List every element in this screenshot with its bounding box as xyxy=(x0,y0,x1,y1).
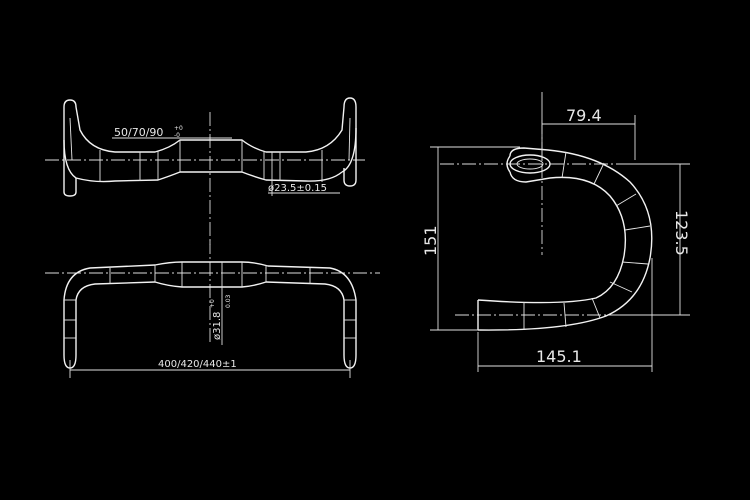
side-view-segment-line xyxy=(591,297,601,319)
top-view-right-drop xyxy=(343,128,357,187)
reach-label: 79.4 xyxy=(566,106,602,125)
side-view-segment-line xyxy=(593,162,605,185)
side-view: 79.4 123.5 151 145.1 xyxy=(421,92,691,372)
front-view-bar-lower-edge xyxy=(75,281,345,355)
top-view: 50/70/90 +0 -0 ø23.5±0.15 xyxy=(45,97,365,245)
front-view-bar-upper-edge xyxy=(63,261,357,355)
depth-label: 145.1 xyxy=(536,347,582,366)
side-view-segment-line xyxy=(561,151,567,179)
top-view-bar-upper-edge xyxy=(63,97,357,173)
drop-reach-width-label: 50/70/90 xyxy=(114,126,163,139)
clamp-tolerance-lower: 0.03 xyxy=(225,294,232,308)
front-view: ø31.8 +0 0.03 400/420/440±1 xyxy=(45,240,380,378)
tube-diameter-label: ø23.5±0.15 xyxy=(268,183,327,194)
drop-label: 123.5 xyxy=(672,210,691,256)
clamp-tolerance-upper: +0 xyxy=(209,299,216,308)
clamp-diameter-label: ø31.8 xyxy=(212,312,223,340)
side-view-segment-line xyxy=(609,281,633,293)
top-view-left-drop xyxy=(63,140,77,197)
top-view-bar-lower-edge xyxy=(63,107,343,183)
bar-width-label: 400/420/440±1 xyxy=(158,359,237,370)
side-view-segment-line xyxy=(624,225,651,231)
drop-reach-tolerance-upper: +0 xyxy=(174,125,183,132)
height-label: 151 xyxy=(421,225,440,256)
top-view-segment-line xyxy=(69,117,73,161)
side-view-clamp-section xyxy=(509,154,551,174)
drop-reach-tolerance-lower: -0 xyxy=(174,132,180,139)
top-view-segment-line xyxy=(348,117,351,161)
side-view-segment-line xyxy=(563,302,567,328)
side-view-segment-line xyxy=(615,193,637,207)
side-view-clamp-inner xyxy=(516,158,544,170)
side-view-clamp-end xyxy=(506,155,511,173)
side-view-segment-line xyxy=(621,261,649,265)
side-view-bar-inner-curve xyxy=(477,171,627,304)
side-view-bar-outer-curve xyxy=(477,147,653,331)
